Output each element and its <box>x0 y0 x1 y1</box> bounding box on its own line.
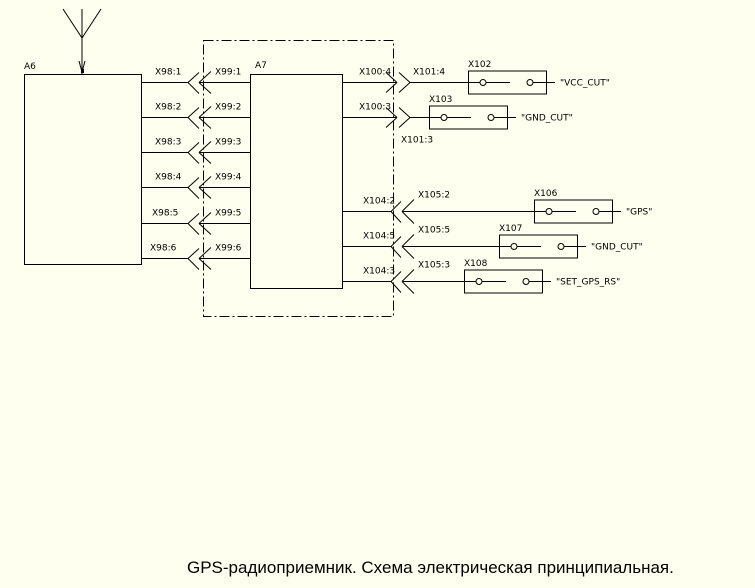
plug-label: X104:5 <box>363 232 395 242</box>
contact-icon <box>545 208 553 215</box>
plug-chevron-icon <box>187 142 200 164</box>
plug-label: X104:2 <box>363 197 395 207</box>
block-a6: A6 <box>24 62 142 265</box>
terminal-label: X107 <box>499 224 522 234</box>
socket-label: X99:1 <box>215 68 241 78</box>
signal-label: "GND_CUT" <box>591 243 643 253</box>
diagram-title: GPS-радиоприемник. Схема электрическая п… <box>187 558 674 577</box>
contact-icon <box>440 114 448 121</box>
block-a6-label: A6 <box>24 62 36 72</box>
plug-label: X104:3 <box>363 267 395 277</box>
plug-chevron-icon <box>187 72 200 94</box>
connection-row: X104:5 X105:5 X107 "GND_CUT" <box>343 224 643 259</box>
block-a7-label: A7 <box>255 61 267 71</box>
plug-label: X100:4 <box>359 68 391 78</box>
plug-chevron-icon <box>187 107 200 129</box>
plug-label: X98:2 <box>155 103 181 113</box>
plug-label: X98:5 <box>152 209 178 219</box>
plug-chevron-icon <box>187 248 200 270</box>
plug-arrow-icon <box>385 107 398 128</box>
connection-row: X98:6 X99:6 <box>142 244 250 270</box>
socket-label: X105:2 <box>418 191 450 201</box>
contact-icon <box>479 79 487 86</box>
signal-label: "VCC_CUT" <box>560 79 610 89</box>
contact-icon <box>475 278 483 285</box>
connection-row: X100:4 X101:4 X102 "VCC_CUT" <box>343 60 610 95</box>
connection-row: X98:3 X99:3 <box>142 138 250 164</box>
plug-chevron-icon <box>390 201 402 223</box>
signal-label: "SET_GPS_RS" <box>556 278 620 288</box>
connection-row: X98:5 X99:5 <box>142 209 250 235</box>
contact-icon <box>487 114 495 121</box>
socket-label: X99:6 <box>215 244 242 254</box>
contact-icon <box>510 243 518 250</box>
plug-label: X98:6 <box>150 244 177 254</box>
socket-chevron-icon <box>198 176 212 199</box>
socket-label: X99:3 <box>215 138 241 148</box>
terminal-label: X102 <box>468 60 491 70</box>
plug-chevron-icon <box>187 213 200 235</box>
signal-label: "GND_CUT" <box>521 114 573 124</box>
connection-row: X98:2 X99:2 <box>142 103 250 129</box>
socket-chevron-icon <box>401 234 415 259</box>
terminal-label: X108 <box>464 259 488 269</box>
socket-chevron-icon <box>198 212 212 235</box>
socket-chevron-icon <box>398 72 411 93</box>
socket-label: X101:3 <box>401 136 433 146</box>
socket-chevron-icon <box>198 247 212 270</box>
socket-chevron-icon <box>198 106 212 129</box>
socket-chevron-icon <box>398 107 411 128</box>
contact-icon <box>557 243 565 250</box>
plug-chevron-icon <box>390 271 402 293</box>
socket-label: X105:5 <box>418 226 450 236</box>
plug-chevron-icon <box>390 236 402 258</box>
plug-label: X100:3 <box>359 103 391 113</box>
plug-label: X98:1 <box>155 68 181 78</box>
signal-label: "GPS" <box>626 208 652 218</box>
terminal-label: X106 <box>534 189 558 199</box>
plug-chevron-icon <box>187 177 200 199</box>
connection-row: X98:4 X99:4 <box>142 173 250 199</box>
socket-chevron-icon <box>198 141 212 164</box>
connection-row: X98:1 X99:1 <box>142 68 250 94</box>
plug-label: X98:3 <box>155 138 181 148</box>
connection-row: X104:2 X105:2 X106 "GPS" <box>343 189 652 224</box>
socket-label: X99:2 <box>215 103 241 113</box>
block-a7: A7 <box>250 61 343 289</box>
socket-label: X99:5 <box>215 209 241 219</box>
contact-icon <box>526 79 534 86</box>
socket-label: X99:4 <box>215 173 242 183</box>
a7-enclosure <box>203 40 394 317</box>
right-lower-connections: X104:2 X105:2 X106 "GPS" X104:5 X105:5 X107 "GN… <box>343 189 652 294</box>
contact-icon <box>592 208 600 215</box>
socket-chevron-icon <box>401 199 415 224</box>
socket-label: X105:3 <box>418 261 450 271</box>
connection-row: X104:3 X105:3 X108 "SET_GPS_RS" <box>343 259 620 294</box>
terminal-label: X103 <box>429 95 452 105</box>
antenna-icon <box>62 8 102 74</box>
socket-label: X101:4 <box>413 68 445 78</box>
plug-arrow-icon <box>385 72 398 93</box>
socket-chevron-icon <box>198 71 212 94</box>
plug-label: X98:4 <box>155 173 182 183</box>
contact-icon <box>522 278 530 285</box>
socket-chevron-icon <box>401 269 415 294</box>
